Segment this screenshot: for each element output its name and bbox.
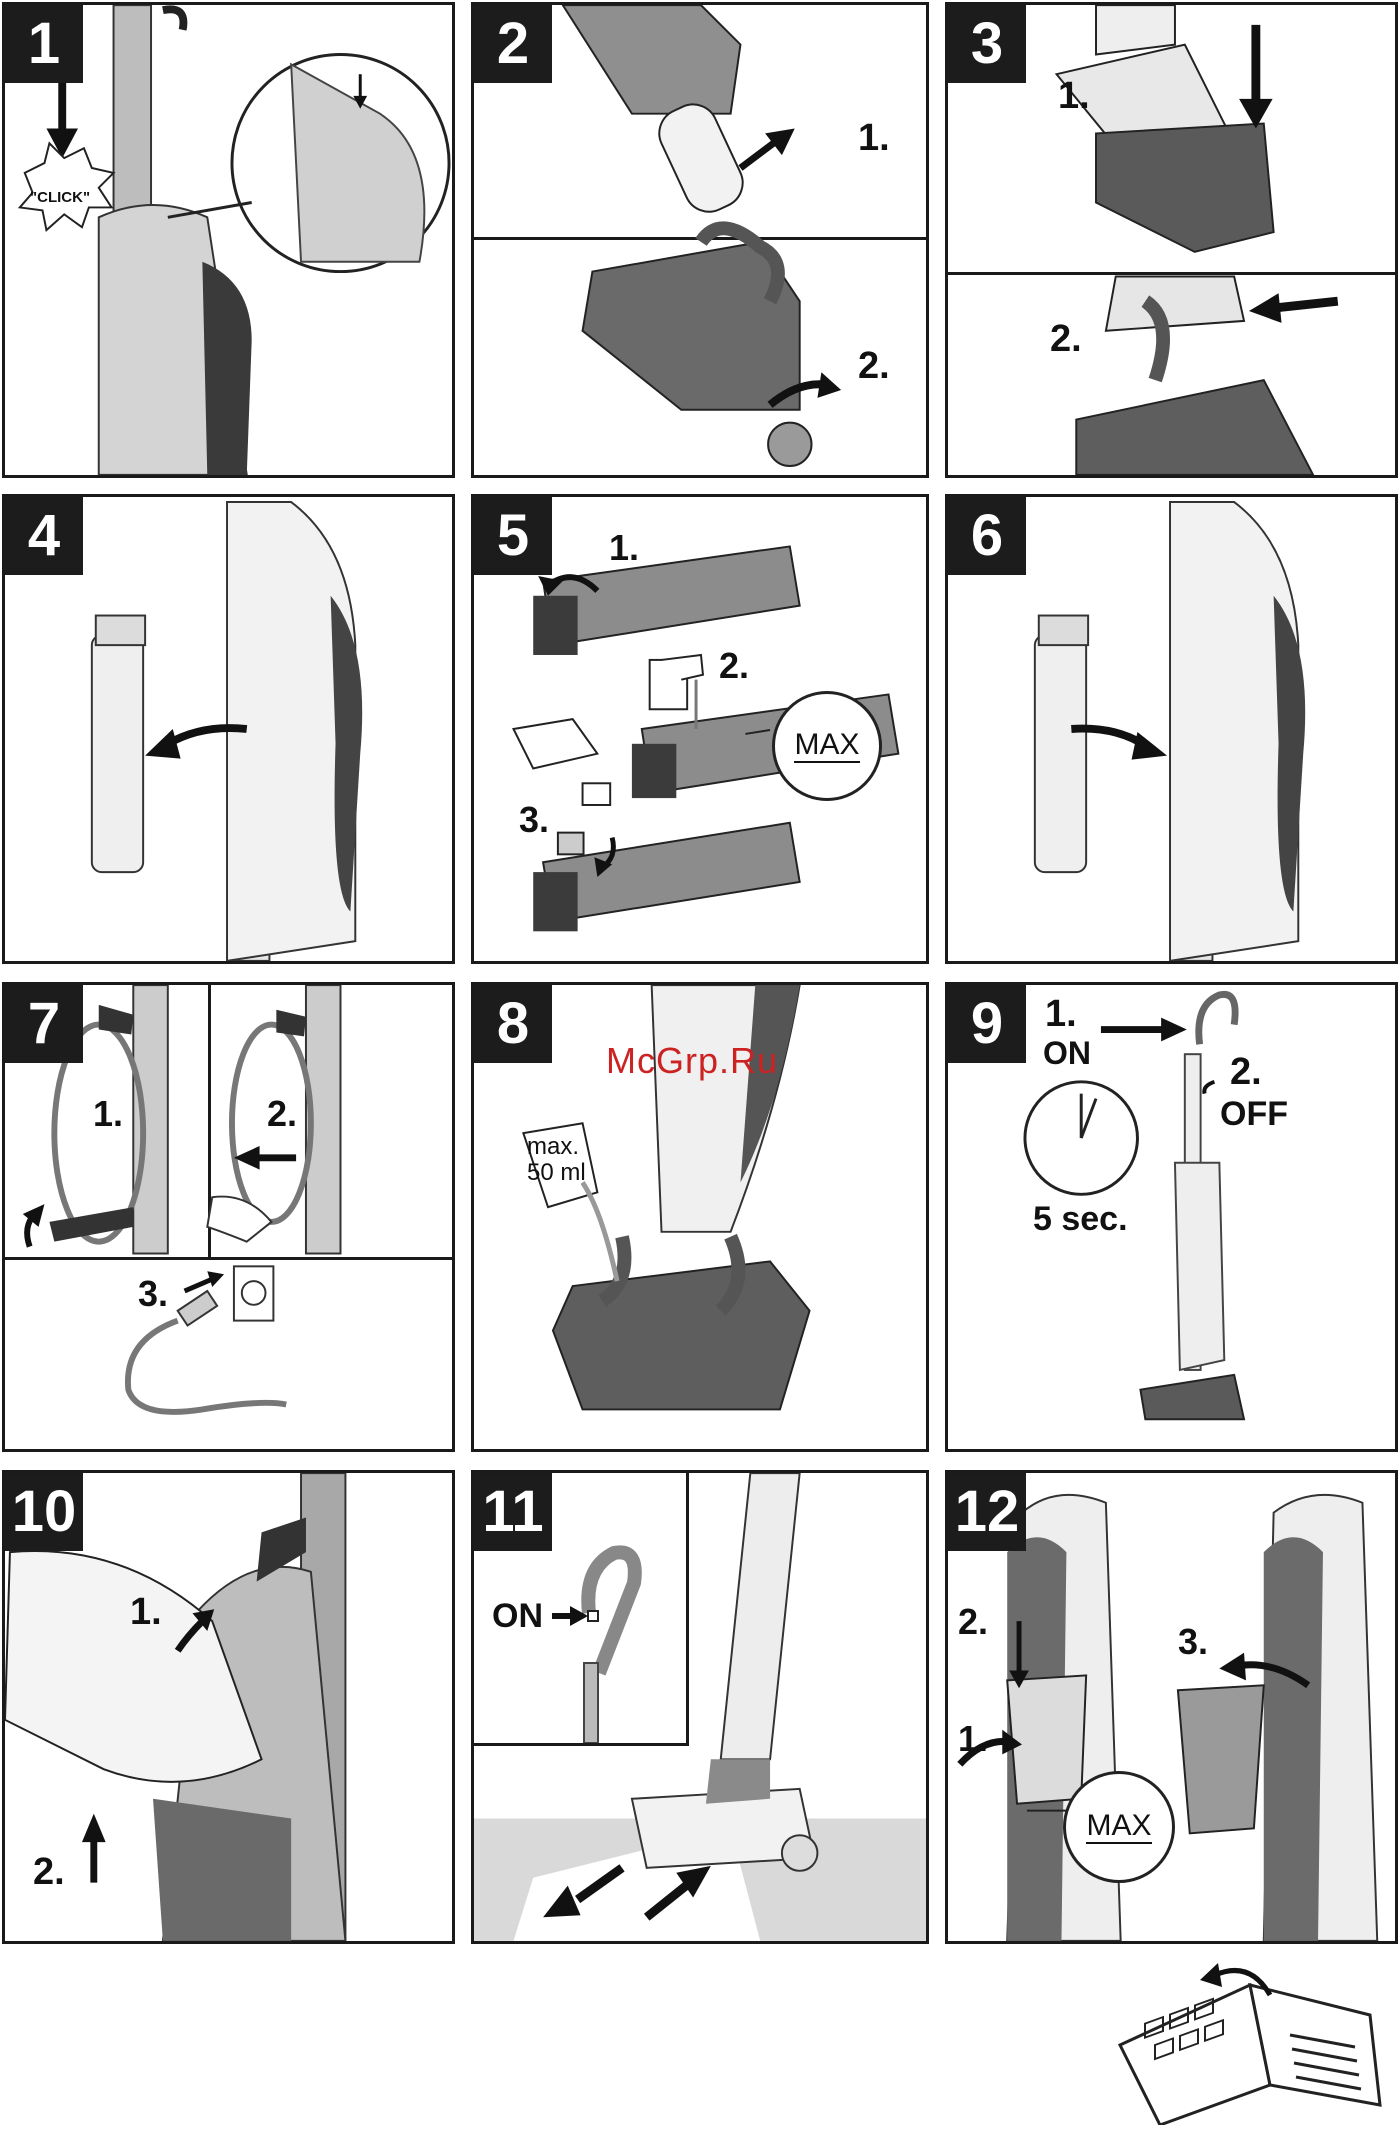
hand-icon [207,1197,271,1242]
arrow-icon [82,1814,106,1883]
step-label-2: 2. [267,1093,297,1135]
arrow-icon [1101,1018,1187,1042]
step-panel-12: 12 1. 2. 3. MAX [945,1470,1398,1944]
max-fill-indicator: MAX [1063,1771,1175,1883]
arrow-icon [23,1204,45,1246]
hand-icon [5,1551,262,1782]
watermark: McGrp.Ru [606,1040,778,1082]
off-step-number: 2. [1230,1051,1262,1094]
step-label-2: 2. [858,345,890,388]
step-label-1: 1. [958,1718,988,1760]
step-label-3: 3. [138,1273,168,1315]
step-panel-2: 2 1. 2. [471,2,929,478]
off-label: OFF [1220,1095,1288,1134]
max-label: MAX [794,729,859,763]
max-fill-indicator: MAX [772,691,882,801]
water-container [1007,1675,1086,1803]
step-label-3: 3. [519,799,549,841]
arrow-icon [740,128,794,167]
step-label-1: 1. [93,1093,123,1135]
max-label: MAX [1086,1810,1151,1844]
water-container [1178,1685,1264,1833]
step-number: 10 [5,1473,83,1551]
arrow-icon [185,1271,224,1291]
step-label-2: 2. [958,1601,988,1643]
step-panel-10: 10 1. 2. [2,1470,455,1944]
on-label: ON [492,1597,543,1636]
step-number: 7 [5,985,83,1063]
click-label: "CLICK" [30,189,90,206]
faucet-icon [650,655,703,729]
clock-icon [1025,1082,1137,1194]
arrow-icon [1239,25,1273,129]
on-step-number: 1. [1045,993,1077,1036]
step-panel-3: 3 1. 2. [945,2,1398,478]
step-label-1: 1. [130,1591,162,1634]
arrow-icon [1249,293,1338,323]
step-number: 2 [474,5,552,83]
step-label-1: 1. [1058,75,1090,118]
step-panel-4: 4 [2,494,455,964]
step-number: 3 [948,5,1026,83]
step-label-2: 2. [719,645,749,687]
arrow-icon [234,1146,296,1170]
socket-icon [234,1266,273,1320]
step-panel-1: 1 "CLICK" [2,2,455,478]
step-number: 4 [5,497,83,575]
manual-book-icon [1100,1955,1400,2125]
step-label-2: 2. [1050,318,1082,361]
step-number: 12 [948,1473,1026,1551]
step-number: 6 [948,497,1026,575]
duration-label: 5 sec. [1033,1200,1128,1239]
step-panel-7: 7 1. 2. 3. [2,982,455,1452]
step-number: 11 [474,1473,552,1551]
step-label-2: 2. [33,1851,65,1894]
step-label-1: 1. [609,527,639,569]
step-number: 8 [474,985,552,1063]
step-panel-6: 6 [945,494,1398,964]
water-tank [533,546,799,655]
step-panel-5: 5 1. 2. 3. MAX [471,494,929,964]
step-label-1: 1. [858,117,890,160]
step-number: 1 [5,5,83,83]
step-number: 9 [948,985,1026,1063]
arrow-icon [1204,1082,1214,1094]
cup-label-line2: 50 ml [527,1159,586,1187]
step-panel-9: 9 1. ON 2. OFF 5 sec. [945,982,1398,1452]
step-number: 5 [474,497,552,575]
step-label-3: 3. [1178,1621,1208,1663]
cup-label-line1: max. [527,1133,579,1161]
on-label: ON [1043,1035,1091,1072]
step-panel-11: 11 ON [471,1470,929,1944]
